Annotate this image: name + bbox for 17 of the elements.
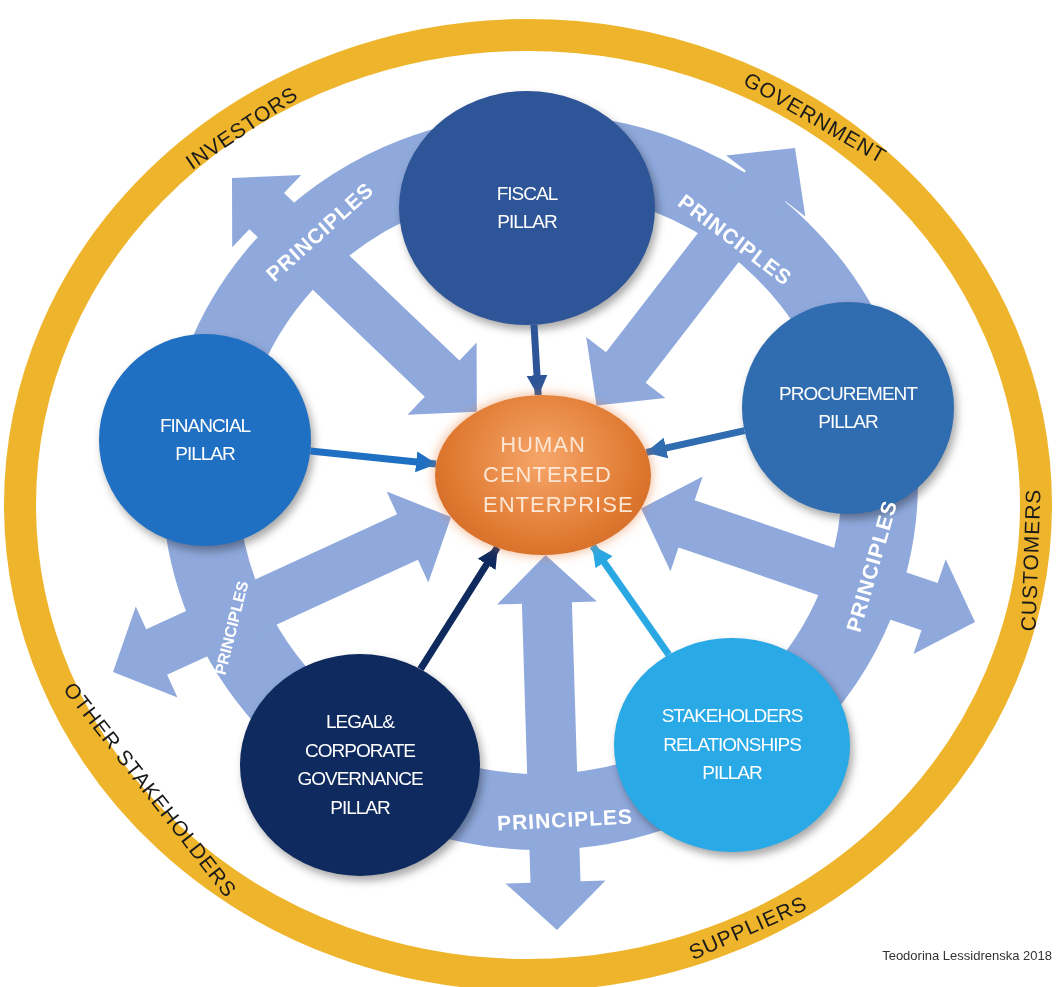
double-block-arrow bbox=[497, 555, 606, 930]
double-block-arrow bbox=[641, 476, 975, 654]
arrow bbox=[310, 447, 438, 473]
arrow bbox=[645, 427, 746, 459]
double-block-arrow bbox=[113, 491, 452, 698]
author-credit: Teodorina Lessidrenska 2018 bbox=[882, 948, 1052, 963]
double-block-arrow bbox=[586, 148, 806, 406]
arrow bbox=[589, 544, 672, 657]
pillar-circle: FISCAL PILLAR bbox=[399, 91, 655, 325]
stakeholder-label: CUSTOMERS bbox=[1016, 488, 1046, 632]
arrow bbox=[417, 545, 501, 671]
arrow bbox=[526, 324, 548, 397]
pillar-circle: FINANCIAL PILLAR bbox=[99, 334, 311, 546]
pillar-circle: LEGAL& CORPORATE GOVERNANCE PILLAR bbox=[240, 654, 480, 876]
double-block-arrow bbox=[232, 175, 477, 415]
band-label: PRINCIPLES bbox=[496, 804, 634, 836]
enterprise-ellipse: HUMAN CENTERED ENTERPRISE bbox=[435, 395, 651, 555]
